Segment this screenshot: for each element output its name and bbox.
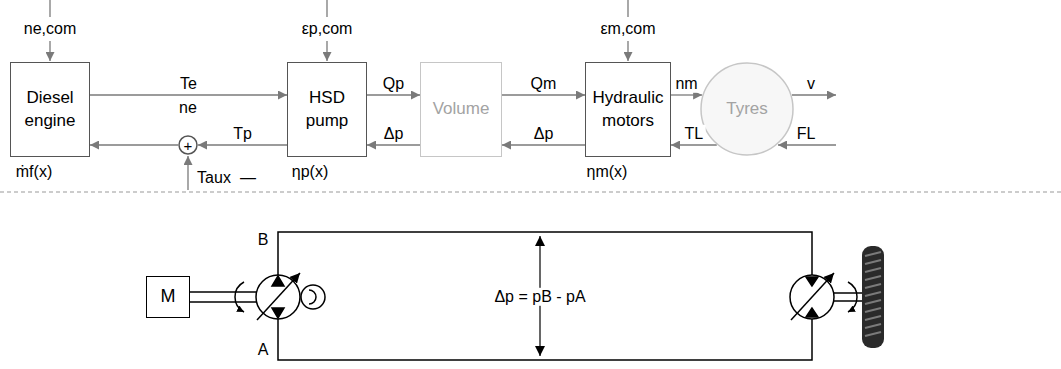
- shaft-line: [190, 291, 256, 293]
- signal-name: Δp: [382, 125, 406, 143]
- shaft-line: [834, 300, 862, 302]
- flow-triangle: [272, 276, 284, 286]
- electric-motor-box: M: [146, 276, 190, 318]
- load-force-arrow: [778, 144, 836, 145]
- node-text: Diesel engine: [15, 87, 85, 131]
- rotation-arrow: [235, 282, 244, 312]
- circle-shape: [179, 136, 197, 154]
- signal-name: nm: [673, 75, 699, 93]
- signal-connector: [671, 144, 717, 145]
- node-text: Tyres: [726, 98, 768, 120]
- variable-displacement-arrow: [257, 273, 300, 320]
- charge-pump-symbol: [301, 285, 325, 309]
- tyre-picture: [862, 246, 884, 348]
- aux-torque-arrow: [187, 156, 188, 190]
- high-pressure-line: [278, 232, 812, 275]
- shaft-line: [190, 301, 256, 303]
- signal-name: Qm: [529, 75, 559, 93]
- efficiency-map: ṁf(x): [14, 163, 54, 181]
- signal-connector: [367, 144, 420, 145]
- signal-connector: [90, 94, 287, 95]
- command-signal: εm,com: [598, 20, 657, 38]
- pump-block: HSD pump: [287, 62, 367, 157]
- signal-connector: [198, 144, 287, 145]
- low-pressure-line: [278, 319, 812, 360]
- separator-line: [0, 192, 1061, 193]
- sign: —: [238, 169, 258, 187]
- signal-name: Te: [178, 75, 199, 93]
- variable-displacement-arrow: [791, 273, 834, 320]
- command-signal: ne,com: [22, 20, 78, 38]
- rotation-arrow: [848, 282, 857, 312]
- volume-block: Volume: [420, 62, 502, 157]
- motor-block: Hydraulic motors: [585, 62, 671, 157]
- port-name: A: [256, 341, 271, 359]
- node-text: M: [161, 285, 176, 308]
- signal-name: FL: [795, 125, 818, 143]
- speed-output-arrow: [792, 94, 836, 95]
- node-text: HSD pump: [292, 87, 362, 131]
- tyre-block: Tyres: [700, 62, 794, 156]
- signal-name: TL: [683, 125, 706, 143]
- command-line: [627, 0, 628, 17]
- signal-name: Δp: [532, 125, 556, 143]
- pressure-formula: Δp = pB - pA: [492, 288, 587, 306]
- command-line: [49, 0, 50, 17]
- command-arrow: [326, 41, 327, 61]
- command-signal: εp,com: [300, 20, 355, 38]
- signal-name: Qp: [381, 75, 406, 93]
- signal-lines: [50, 0, 836, 190]
- node-text: Volume: [433, 98, 490, 120]
- summing-junction: +: [178, 135, 198, 155]
- flow-triangle: [272, 308, 284, 318]
- signal-connector: [671, 94, 702, 95]
- tyre-tread: [865, 252, 881, 336]
- flow-triangle: [806, 308, 818, 317]
- node-text: Hydraulic motors: [590, 87, 666, 131]
- hydraulic-circuit: [190, 232, 862, 360]
- engine-block: Diesel engine: [10, 62, 90, 157]
- signal-connector: [502, 94, 585, 95]
- charge-pump-arc: [309, 290, 316, 304]
- signal-name: v: [805, 75, 817, 93]
- signal-name: Tp: [231, 125, 254, 143]
- flow-triangle: [806, 277, 818, 286]
- efficiency-map: ηm(x): [585, 163, 630, 181]
- signal-connector: [90, 144, 178, 145]
- command-arrow: [627, 41, 628, 61]
- signal-connector: [502, 144, 585, 145]
- signal-name: Taux: [195, 169, 233, 187]
- signal-connector: [367, 94, 420, 95]
- efficiency-map: ηp(x): [290, 163, 330, 181]
- port-name: B: [256, 231, 271, 249]
- signal-name: ne: [177, 99, 199, 117]
- command-line: [326, 0, 327, 17]
- circle-shape: [701, 63, 793, 155]
- command-arrow: [49, 41, 50, 61]
- shaft-line: [834, 292, 862, 294]
- node-text: +: [184, 138, 193, 153]
- tyre-body: [862, 246, 884, 348]
